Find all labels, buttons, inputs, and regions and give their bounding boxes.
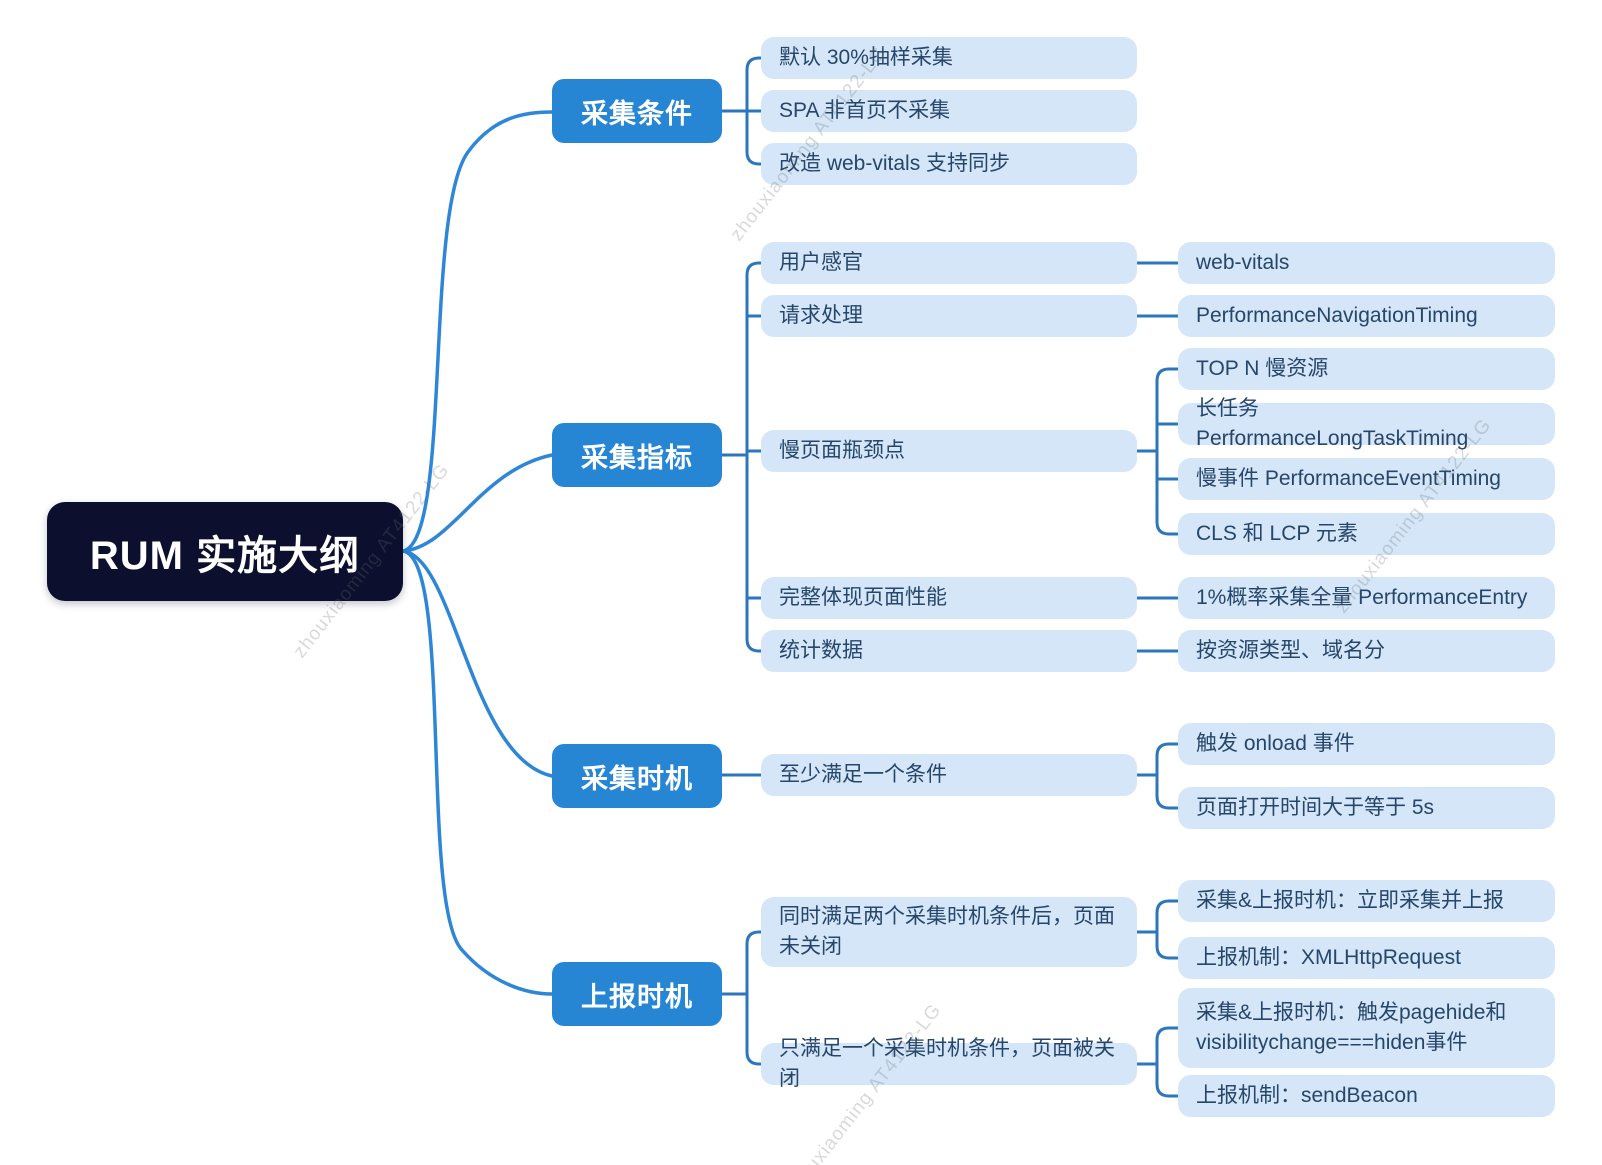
node-onload-event[interactable]: 触发 onload 事件 — [1178, 723, 1555, 765]
connector-branch0-trunk — [745, 56, 763, 166]
connector-branch3-trunk — [745, 930, 763, 1066]
node-spa-no-collect[interactable]: SPA 非首页不采集 — [761, 90, 1137, 132]
root-node[interactable]: RUM 实施大纲 — [47, 502, 403, 601]
node-long-task-timing[interactable]: 长任务 PerformanceLongTaskTiming — [1178, 397, 1555, 450]
node-report-sendbeacon[interactable]: 上报机制：sendBeacon — [1178, 1075, 1555, 1117]
node-performance-navigation-timing[interactable]: PerformanceNavigationTiming — [1178, 295, 1555, 337]
node-one-condition-page-closed[interactable]: 只满足一个采集时机条件，页面被关闭 — [761, 1037, 1137, 1090]
branch-collect-metrics[interactable]: 采集指标 — [552, 423, 722, 487]
node-pagehide-visibilitychange[interactable]: 采集&上报时机：触发pagehide和visibilitychange===hi… — [1178, 988, 1555, 1068]
node-at-least-one-condition[interactable]: 至少满足一个条件 — [761, 754, 1137, 796]
node-report-xmlhttprequest[interactable]: 上报机制：XMLHttpRequest — [1178, 937, 1555, 979]
node-by-resource-type-domain[interactable]: 按资源类型、域名分 — [1178, 630, 1555, 672]
node-cls-lcp-elements[interactable]: CLS 和 LCP 元素 — [1178, 513, 1555, 555]
node-user-perception[interactable]: 用户感官 — [761, 242, 1137, 284]
connector-onemet-trunk — [1155, 1026, 1180, 1098]
branch-collect-timing[interactable]: 采集时机 — [552, 744, 722, 808]
node-webvitals-sync[interactable]: 改造 web-vitals 支持同步 — [761, 143, 1137, 185]
node-web-vitals[interactable]: web-vitals — [1178, 242, 1555, 284]
node-statistics[interactable]: 统计数据 — [761, 630, 1137, 672]
connector-slowpage-trunk — [1155, 367, 1180, 536]
connector-bothmet-trunk — [1155, 899, 1180, 960]
node-request-handling[interactable]: 请求处理 — [761, 295, 1137, 337]
node-page-open-5s[interactable]: 页面打开时间大于等于 5s — [1178, 787, 1555, 829]
node-slow-event-timing[interactable]: 慢事件 PerformanceEventTiming — [1178, 458, 1555, 500]
node-default-sampling[interactable]: 默认 30%抽样采集 — [761, 37, 1137, 79]
node-both-conditions-page-open[interactable]: 同时满足两个采集时机条件后，页面未关闭 — [761, 897, 1137, 967]
connector-atleastone-trunk — [1155, 742, 1180, 810]
connector-branch1-trunk — [745, 261, 763, 653]
branch-report-timing[interactable]: 上报时机 — [552, 962, 722, 1026]
node-collect-report-immediately[interactable]: 采集&上报时机：立即采集并上报 — [1178, 880, 1555, 922]
branch-collect-conditions[interactable]: 采集条件 — [552, 79, 722, 143]
connector-root-branch0 — [401, 110, 554, 553]
connector-root-branch3 — [401, 549, 554, 996]
connector-root-branch1 — [401, 453, 554, 553]
node-slow-page-bottleneck[interactable]: 慢页面瓶颈点 — [761, 430, 1137, 472]
node-top-n-slow-resources[interactable]: TOP N 慢资源 — [1178, 348, 1555, 390]
node-full-page-perf[interactable]: 完整体现页面性能 — [761, 577, 1137, 619]
connector-root-branch2 — [401, 549, 554, 778]
node-one-percent-performance-entry[interactable]: 1%概率采集全量 PerformanceEntry — [1178, 577, 1555, 619]
